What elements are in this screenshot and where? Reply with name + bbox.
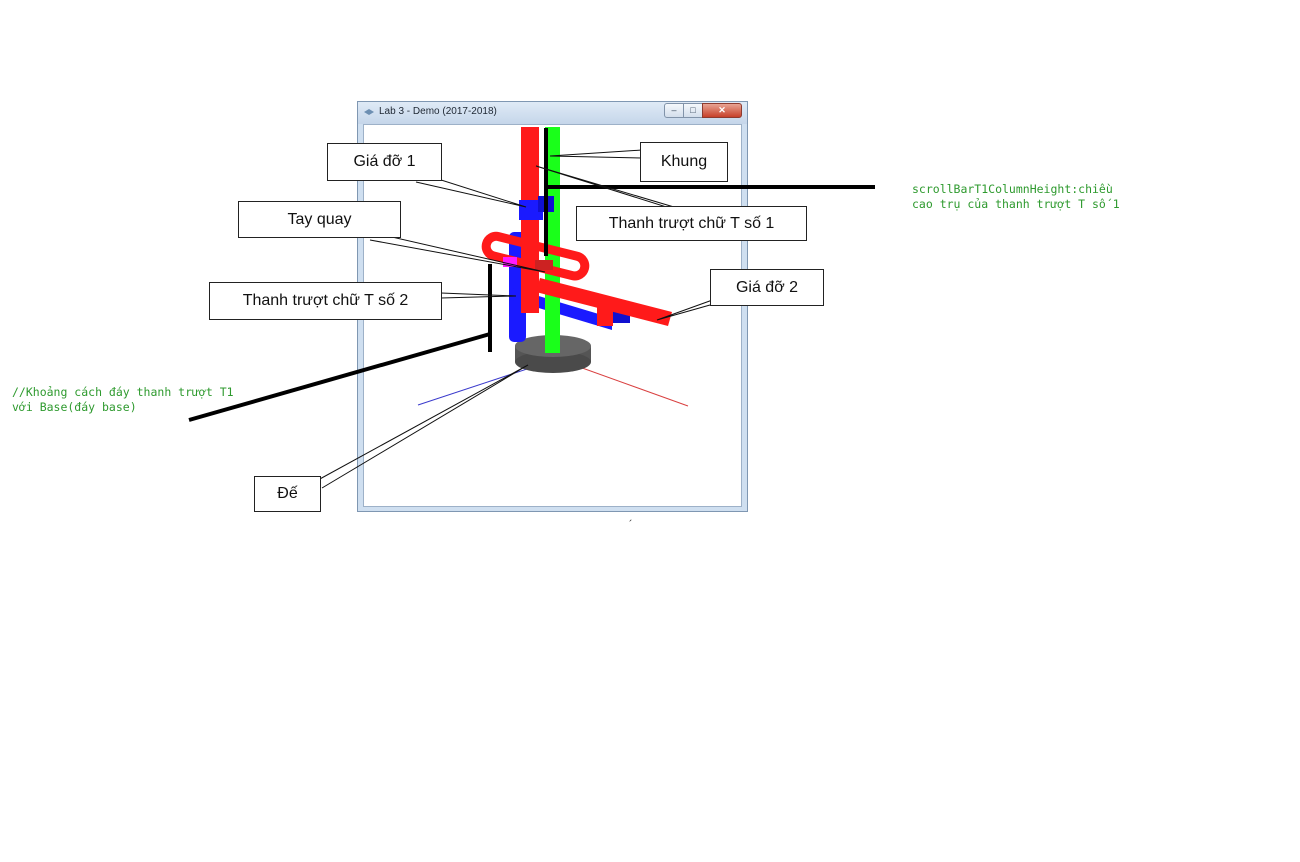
base-disc bbox=[515, 335, 591, 373]
app-icon bbox=[364, 109, 374, 115]
t-slider-1-bar bbox=[536, 278, 672, 326]
callout-khung: Khung bbox=[640, 142, 728, 182]
note-scrollbar-t1: scrollBarT1ColumnHeight:chiều cao trụ củ… bbox=[912, 182, 1120, 211]
crank bbox=[481, 231, 590, 281]
callout-de: Đế bbox=[254, 476, 321, 512]
callout-pointers bbox=[317, 149, 719, 489]
callout-tay-quay: Tay quay bbox=[238, 201, 401, 238]
window-title: Lab 3 - Demo (2017-2018) bbox=[379, 106, 497, 117]
callout-gia-do-1: Giá đỡ 1 bbox=[327, 143, 442, 181]
stray-mark: ´ bbox=[629, 519, 633, 531]
note-khoang-cach: //Khoảng cách đáy thanh trượt T1 với Bas… bbox=[12, 385, 234, 414]
close-button[interactable]: ✕ bbox=[702, 103, 742, 118]
callout-thanh-truot-t1: Thanh trượt chữ T số 1 bbox=[576, 206, 807, 241]
callout-gia-do-2: Giá đỡ 2 bbox=[710, 269, 824, 306]
callout-thanh-truot-t2: Thanh trượt chữ T số 2 bbox=[209, 282, 442, 320]
distance-line-diag bbox=[188, 332, 491, 422]
t-slider-1-end bbox=[597, 306, 613, 326]
title-bar[interactable]: Lab 3 - Demo (2017-2018) – □ ✕ bbox=[358, 102, 747, 124]
